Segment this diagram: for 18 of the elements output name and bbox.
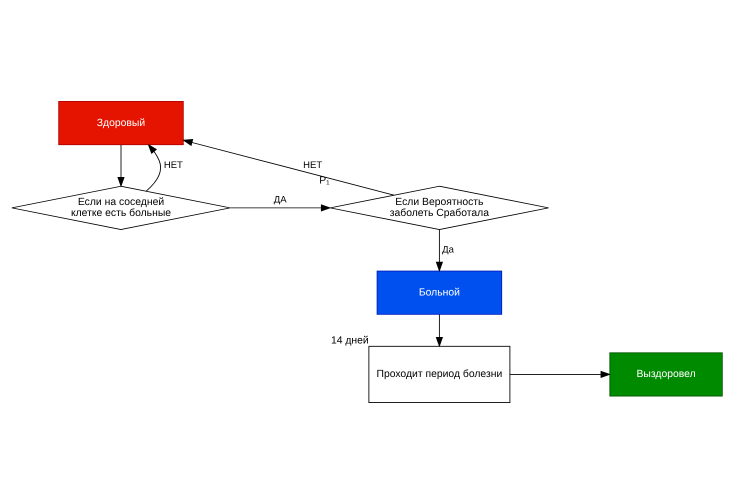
arrow [230, 204, 332, 212]
arrow [182, 139, 394, 196]
arrow [436, 314, 444, 348]
arrow [436, 229, 444, 272]
edge-label: НЕТ [164, 160, 183, 171]
arrow [117, 144, 125, 188]
arrow [510, 370, 611, 378]
edge-label: Да [442, 244, 454, 256]
arrow [146, 144, 161, 192]
node-box: Выздоровел [609, 352, 723, 396]
node-diamond: Если Вероятность заболеть Сработала [330, 186, 549, 230]
node-box: Больной [376, 270, 502, 315]
edge-label: НЕТ [303, 160, 322, 171]
edge-label: ДА [274, 194, 287, 206]
node-box: Здоровый [58, 101, 184, 146]
node-box: Проходит период болезни [368, 346, 510, 403]
node-label: 14 дней [330, 335, 369, 346]
node-diamond: Если на соседней клетке есть больные [11, 186, 231, 230]
